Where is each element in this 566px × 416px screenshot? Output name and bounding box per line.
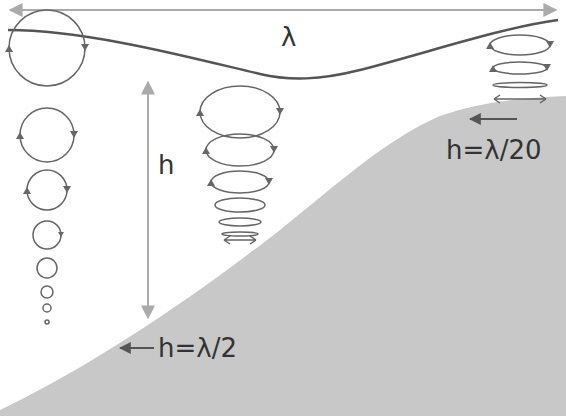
depth-label: h — [158, 150, 174, 180]
water-surface — [8, 20, 558, 79]
orbit-arrowheads — [196, 108, 284, 186]
intermediate-orbits — [200, 86, 280, 244]
depth-ratio-label: h=λ/2 — [158, 333, 237, 363]
depth-ratio-label: h=λ/20 — [446, 135, 542, 165]
shallow-orbits — [490, 35, 550, 103]
seabed — [0, 96, 566, 416]
pointer-arrow — [120, 347, 154, 349]
pointer-arrow — [470, 118, 517, 120]
depth-arrow — [147, 82, 149, 318]
wavelength-label: λ — [281, 22, 296, 52]
deep-water-orbits — [9, 10, 85, 324]
orbit-arrowheads — [5, 44, 89, 237]
orbit-arrowheads — [486, 41, 554, 72]
wavelength-arrow — [10, 9, 556, 11]
